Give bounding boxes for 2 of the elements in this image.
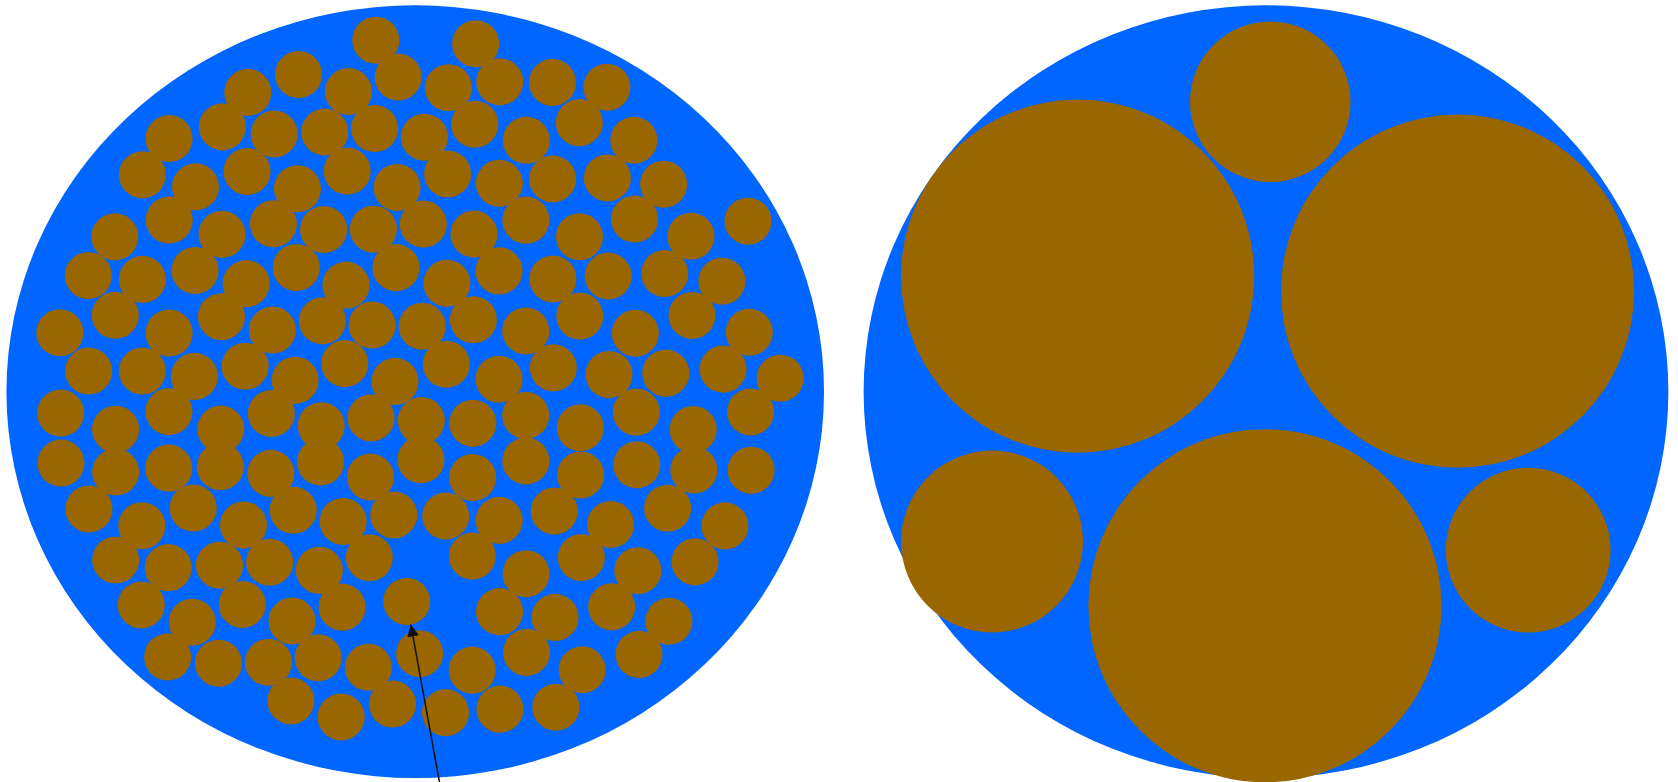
leader-line	[407, 623, 442, 782]
wire-strand	[383, 577, 431, 625]
